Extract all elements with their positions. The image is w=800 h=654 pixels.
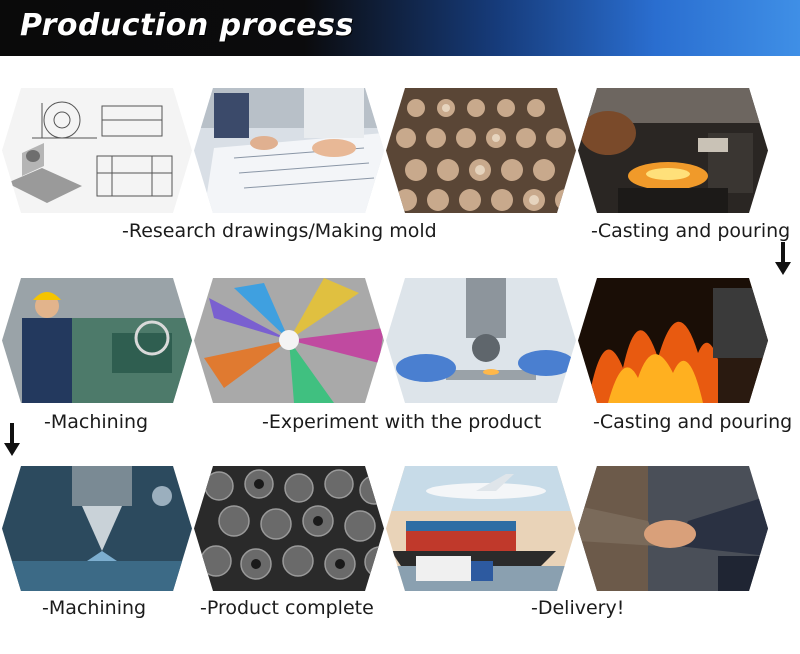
- caption-research: -Research drawings/Making mold: [122, 220, 437, 242]
- furnace-fire-image: [578, 278, 768, 403]
- crystal-experiment-image: [194, 278, 384, 403]
- caption-machining-2: -Machining: [42, 597, 147, 619]
- caption-complete: -Product complete: [200, 597, 374, 619]
- arrow-down-icon: [775, 242, 791, 275]
- mold-cones-image: [386, 88, 576, 213]
- caption-casting-1: -Casting and pouring: [591, 220, 791, 242]
- caption-machining-1: -Machining: [44, 411, 149, 433]
- machinist-lathe-image: [2, 278, 192, 403]
- casting-pour-image: [578, 88, 768, 213]
- cnc-milling-image: [2, 466, 192, 591]
- technical-drawing-image: [2, 88, 192, 213]
- handshake-image: [578, 466, 768, 591]
- transport-image: [386, 466, 576, 591]
- caption-delivery: -Delivery!: [531, 597, 625, 619]
- finished-parts-image: [194, 466, 384, 591]
- caption-casting-2: -Casting and pouring: [593, 411, 793, 433]
- arrow-down-icon: [4, 423, 20, 456]
- microscope-image: [386, 278, 576, 403]
- caption-experiment: -Experiment with the product: [262, 411, 542, 433]
- page-title: Production process: [20, 8, 354, 43]
- engineers-drawing-image: [194, 88, 384, 213]
- header-banner: Production process: [0, 0, 800, 56]
